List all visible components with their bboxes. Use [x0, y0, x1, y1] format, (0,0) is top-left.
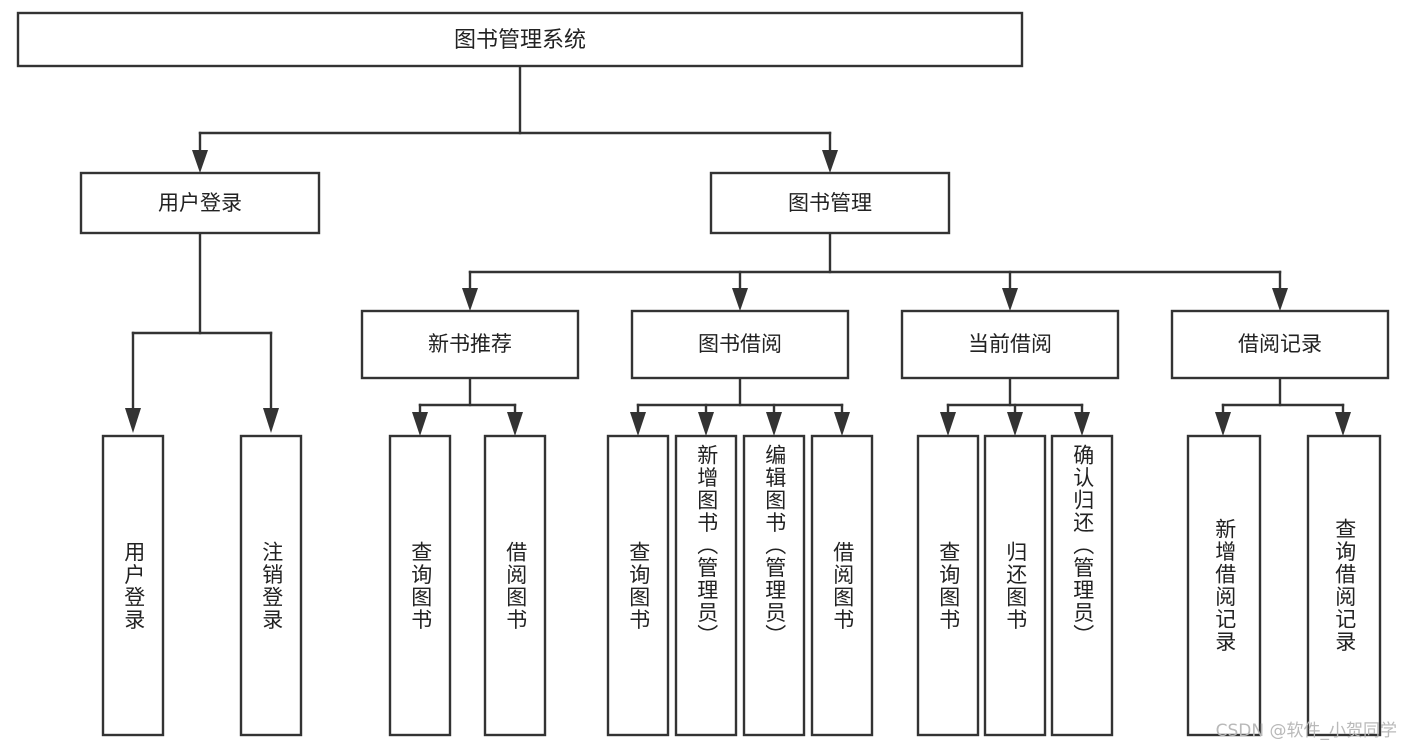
arrow-head-leaf-query-book-2: [630, 412, 646, 436]
arrow-head-borrow-record: [1272, 288, 1288, 311]
node-book-borrow-label: 图书借阅: [698, 332, 782, 356]
node-leaf-query-book-2[interactable]: [606, 434, 670, 737]
arrow-head-leaf-query-book-1: [412, 412, 428, 436]
arrow-head-book-borrow: [732, 288, 748, 311]
node-book-manage[interactable]: [709, 171, 951, 235]
arrow-head-leaf-borrow-book-2: [834, 412, 850, 436]
node-current-borrow-label: 当前借阅: [968, 332, 1052, 356]
node-root-label: 图书管理系统: [454, 28, 586, 53]
node-leaf-query-record[interactable]: [1306, 434, 1382, 737]
node-root[interactable]: [16, 11, 1024, 68]
node-new-book-rec[interactable]: [360, 309, 580, 380]
node-leaf-add-record[interactable]: [1186, 434, 1262, 737]
node-leaf-edit-book[interactable]: [742, 434, 806, 737]
arrow-head-new-book-rec: [462, 288, 478, 311]
node-leaf-confirm-return[interactable]: [1050, 434, 1114, 737]
node-leaf-add-book[interactable]: [674, 434, 738, 737]
node-leaf-logout[interactable]: [239, 434, 303, 737]
arrow-head-leaf-user-login: [125, 408, 141, 433]
node-new-book-rec-label: 新书推荐: [428, 332, 512, 356]
arrow-head-current-borrow: [1002, 288, 1018, 311]
arrow-head-leaf-logout: [263, 408, 279, 433]
arrow-head-leaf-return-book: [1007, 412, 1023, 436]
label-layer: 图书管理系统 用户登录 图书管理 新书推荐 图书借阅 当前借阅 借阅记录: [158, 28, 1322, 356]
node-user-login[interactable]: [79, 171, 321, 235]
node-current-borrow[interactable]: [900, 309, 1120, 380]
node-leaf-return-book[interactable]: [983, 434, 1047, 737]
connector-layer: [125, 64, 1351, 436]
node-layer: [16, 11, 1390, 737]
arrow-head-leaf-edit-book: [766, 412, 782, 436]
arrow-head-leaf-add-book: [698, 412, 714, 436]
node-borrow-record[interactable]: [1170, 309, 1390, 380]
arrow-head-leaf-query-record: [1335, 412, 1351, 436]
node-book-manage-label: 图书管理: [788, 191, 872, 215]
arrow-head-leaf-confirm-return: [1074, 412, 1090, 436]
node-leaf-borrow-book-2[interactable]: [810, 434, 874, 737]
node-leaf-query-book-1[interactable]: [388, 434, 452, 737]
arrow-head-book-manage: [822, 150, 838, 173]
arrow-head-leaf-add-record: [1215, 412, 1231, 436]
node-leaf-query-book-3[interactable]: [916, 434, 980, 737]
node-user-login-label: 用户登录: [158, 191, 242, 215]
node-borrow-record-label: 借阅记录: [1238, 332, 1322, 356]
arrow-head-leaf-borrow-book-1: [507, 412, 523, 436]
arrow-head-user-login: [192, 150, 208, 173]
node-leaf-borrow-book-1[interactable]: [483, 434, 547, 737]
node-leaf-user-login[interactable]: [101, 434, 165, 737]
arrow-head-leaf-query-book-3: [940, 412, 956, 436]
node-book-borrow[interactable]: [630, 309, 850, 380]
